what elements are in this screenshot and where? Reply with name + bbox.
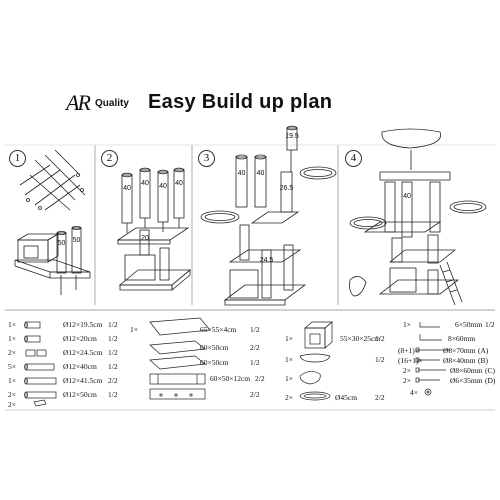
post-label: 40 [175, 180, 183, 187]
step-3-number: 3 [198, 150, 215, 167]
step-3-drawing [200, 125, 337, 306]
step-4-drawing [349, 128, 487, 306]
part-row: (8+1)×Ø8×70mm(A) [398, 346, 489, 355]
post-label: 50 [58, 240, 66, 247]
post-label: 40 [123, 185, 131, 192]
brand-logo: AR [66, 90, 91, 115]
post-label: 40 [159, 183, 167, 190]
post-label: 26.5 [280, 185, 294, 192]
step-2-number: 2 [101, 150, 118, 167]
part-row: (16+1)×Ø8×40mm(B) [398, 356, 488, 365]
part-row: 2×Ø8×60mm(C) [403, 366, 495, 375]
part-row: 4× [410, 388, 418, 397]
post-label: 40 [257, 170, 265, 177]
step-1-drawing [14, 149, 91, 295]
post-label: 50 [73, 237, 81, 244]
part-row: 1× [285, 374, 293, 383]
step-1-number: 1 [9, 150, 26, 167]
post-label: 20 [141, 235, 149, 242]
post-label: 24.5 [260, 257, 274, 264]
page-title: Easy Build up plan [148, 91, 333, 113]
step-4-number: 4 [345, 150, 362, 167]
post-label: 40 [403, 193, 411, 200]
post-label: 40 [238, 170, 246, 177]
part-row: 2× [8, 400, 16, 409]
brand-quality-label: Quality [95, 98, 129, 109]
parts-icons [24, 317, 450, 407]
post-label: 40 [141, 180, 149, 187]
part-row: 2×Ø6×35mm(D) [403, 376, 496, 385]
part-row: 1×1/2 [285, 355, 385, 364]
step-2-drawing [116, 167, 192, 291]
post-label: 19.5 [285, 133, 299, 140]
